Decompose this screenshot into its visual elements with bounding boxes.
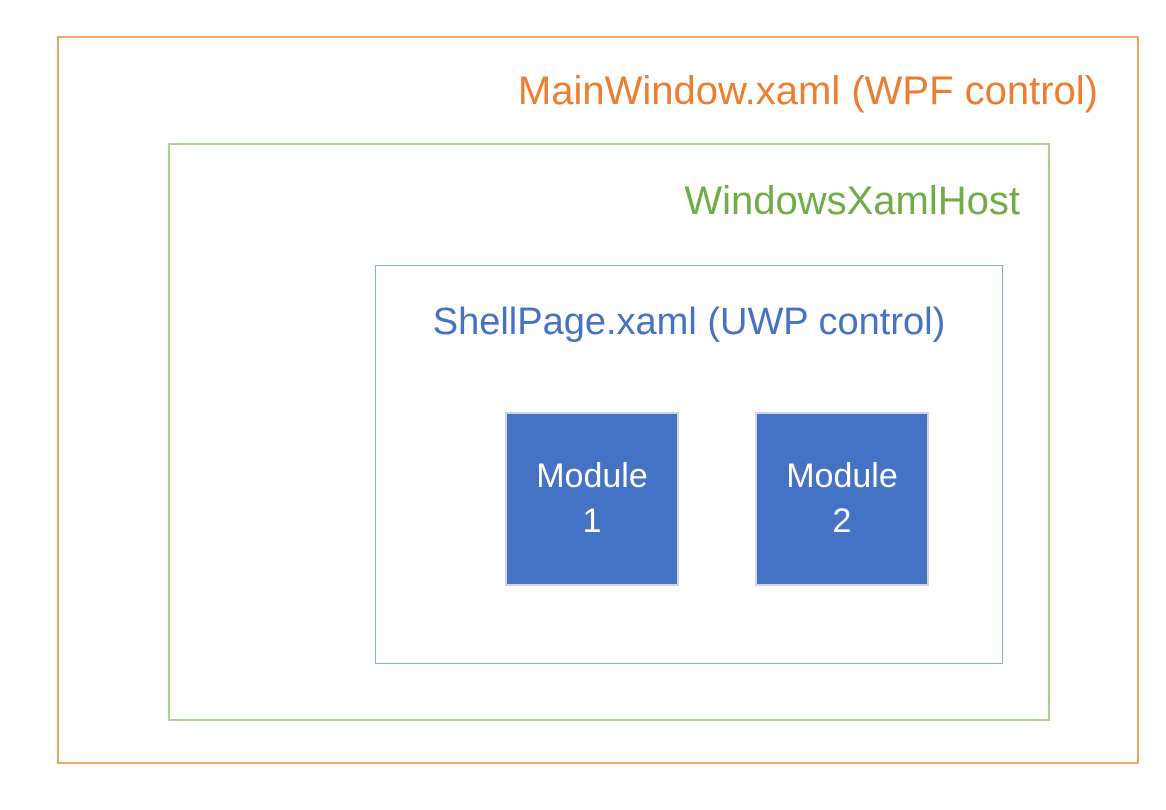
shellpage-uwp-label: ShellPage.xaml (UWP control) [432,301,946,343]
shellpage-uwp-box: ShellPage.xaml (UWP control) Module 1 Mo… [375,265,1003,664]
module-1-label: Module [536,457,648,496]
module-2-number: 2 [832,502,852,540]
module-1-box: Module 1 [505,412,679,586]
mainwindow-wpf-label: MainWindow.xaml (WPF control) [517,69,1098,113]
module-2-label: Module [786,457,898,496]
windows-xaml-host-label: WindowsXamlHost [684,179,1020,223]
module-1-number: 1 [582,502,602,540]
mainwindow-wpf-box: MainWindow.xaml (WPF control) WindowsXam… [57,36,1139,764]
windows-xaml-host-box: WindowsXamlHost ShellPage.xaml (UWP cont… [168,143,1050,721]
module-2-box: Module 2 [755,412,929,586]
